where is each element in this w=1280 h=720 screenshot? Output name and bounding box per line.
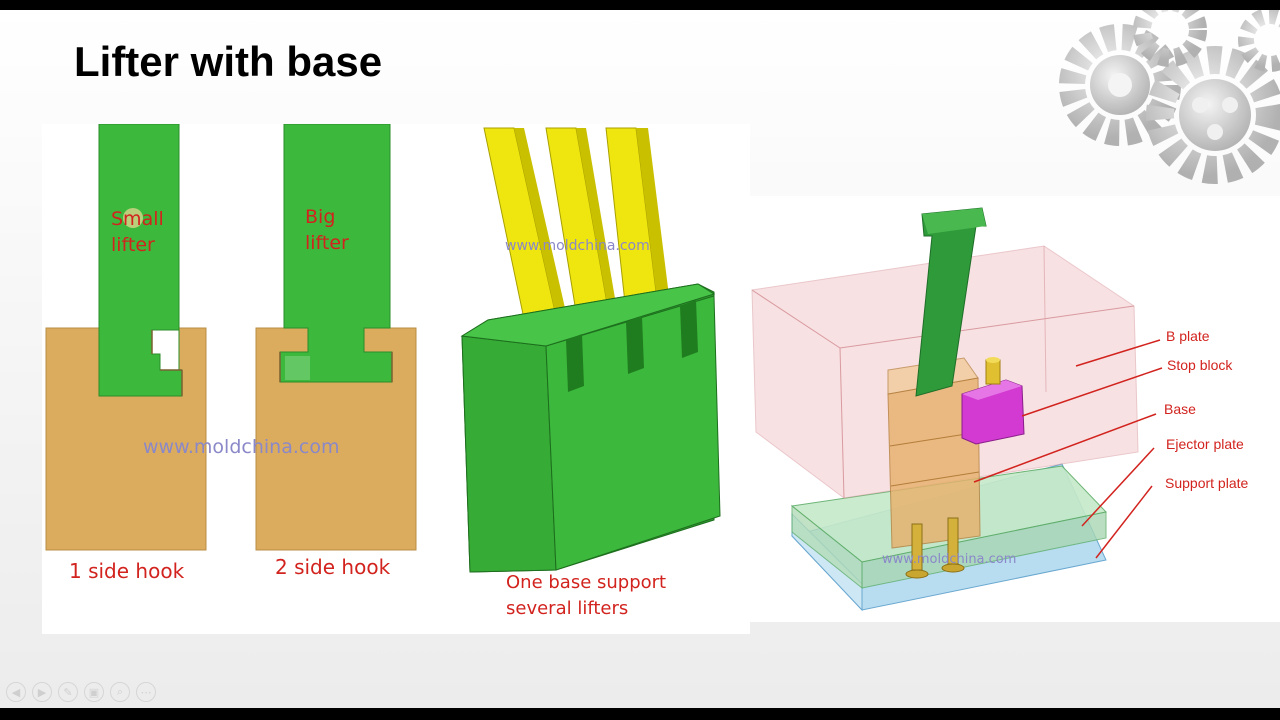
- top-letterbox: [0, 0, 1280, 10]
- slide-title: Lifter with base: [74, 38, 383, 85]
- one-side-hook-caption: 1 side hook: [69, 559, 185, 583]
- presentation-controls: ◀ ▶ ✎ ▣ ⌕ ⋯: [6, 682, 156, 702]
- big-lifter-label: Big lifter: [305, 206, 349, 254]
- ejector-plate-label: Ejector plate: [1166, 436, 1244, 452]
- base-label: Base: [1164, 401, 1196, 417]
- b-plate-label: B plate: [1166, 328, 1210, 344]
- multi-lifter-caption: One base support several lifters: [506, 572, 667, 619]
- two-side-hook-caption: 2 side hook: [275, 555, 391, 579]
- more-icon[interactable]: ⋯: [136, 682, 156, 702]
- stop-block: [961, 357, 1025, 445]
- bottom-letterbox: [0, 708, 1280, 720]
- prev-icon[interactable]: ◀: [6, 682, 26, 702]
- watermark: www.moldchina.com: [882, 552, 1017, 567]
- watermark: www.moldchina.com: [505, 238, 650, 254]
- assembly-diagram: [751, 207, 1163, 612]
- slides-icon[interactable]: ▣: [84, 682, 104, 702]
- green-lifter: [915, 207, 987, 397]
- watermark: www.moldchina.com: [143, 436, 340, 458]
- multi-lifter-diagram: [460, 127, 721, 573]
- small-lifter-label: Small lifter: [111, 208, 164, 256]
- green-base: [460, 283, 721, 573]
- zoom-icon[interactable]: ⌕: [110, 682, 130, 702]
- hook-diagrams: [45, 124, 417, 551]
- gears-icon: [1059, 10, 1280, 184]
- two-side-hook-diagram: [255, 124, 417, 551]
- ejector-pins: [905, 517, 965, 579]
- stop-block-label: Stop block: [1167, 357, 1233, 373]
- one-side-hook-diagram: [45, 124, 207, 551]
- leader-lines: [973, 339, 1163, 559]
- yellow-lifters: [483, 127, 670, 339]
- pen-icon[interactable]: ✎: [58, 682, 78, 702]
- support-plate-label: Support plate: [1165, 475, 1249, 491]
- next-icon[interactable]: ▶: [32, 682, 52, 702]
